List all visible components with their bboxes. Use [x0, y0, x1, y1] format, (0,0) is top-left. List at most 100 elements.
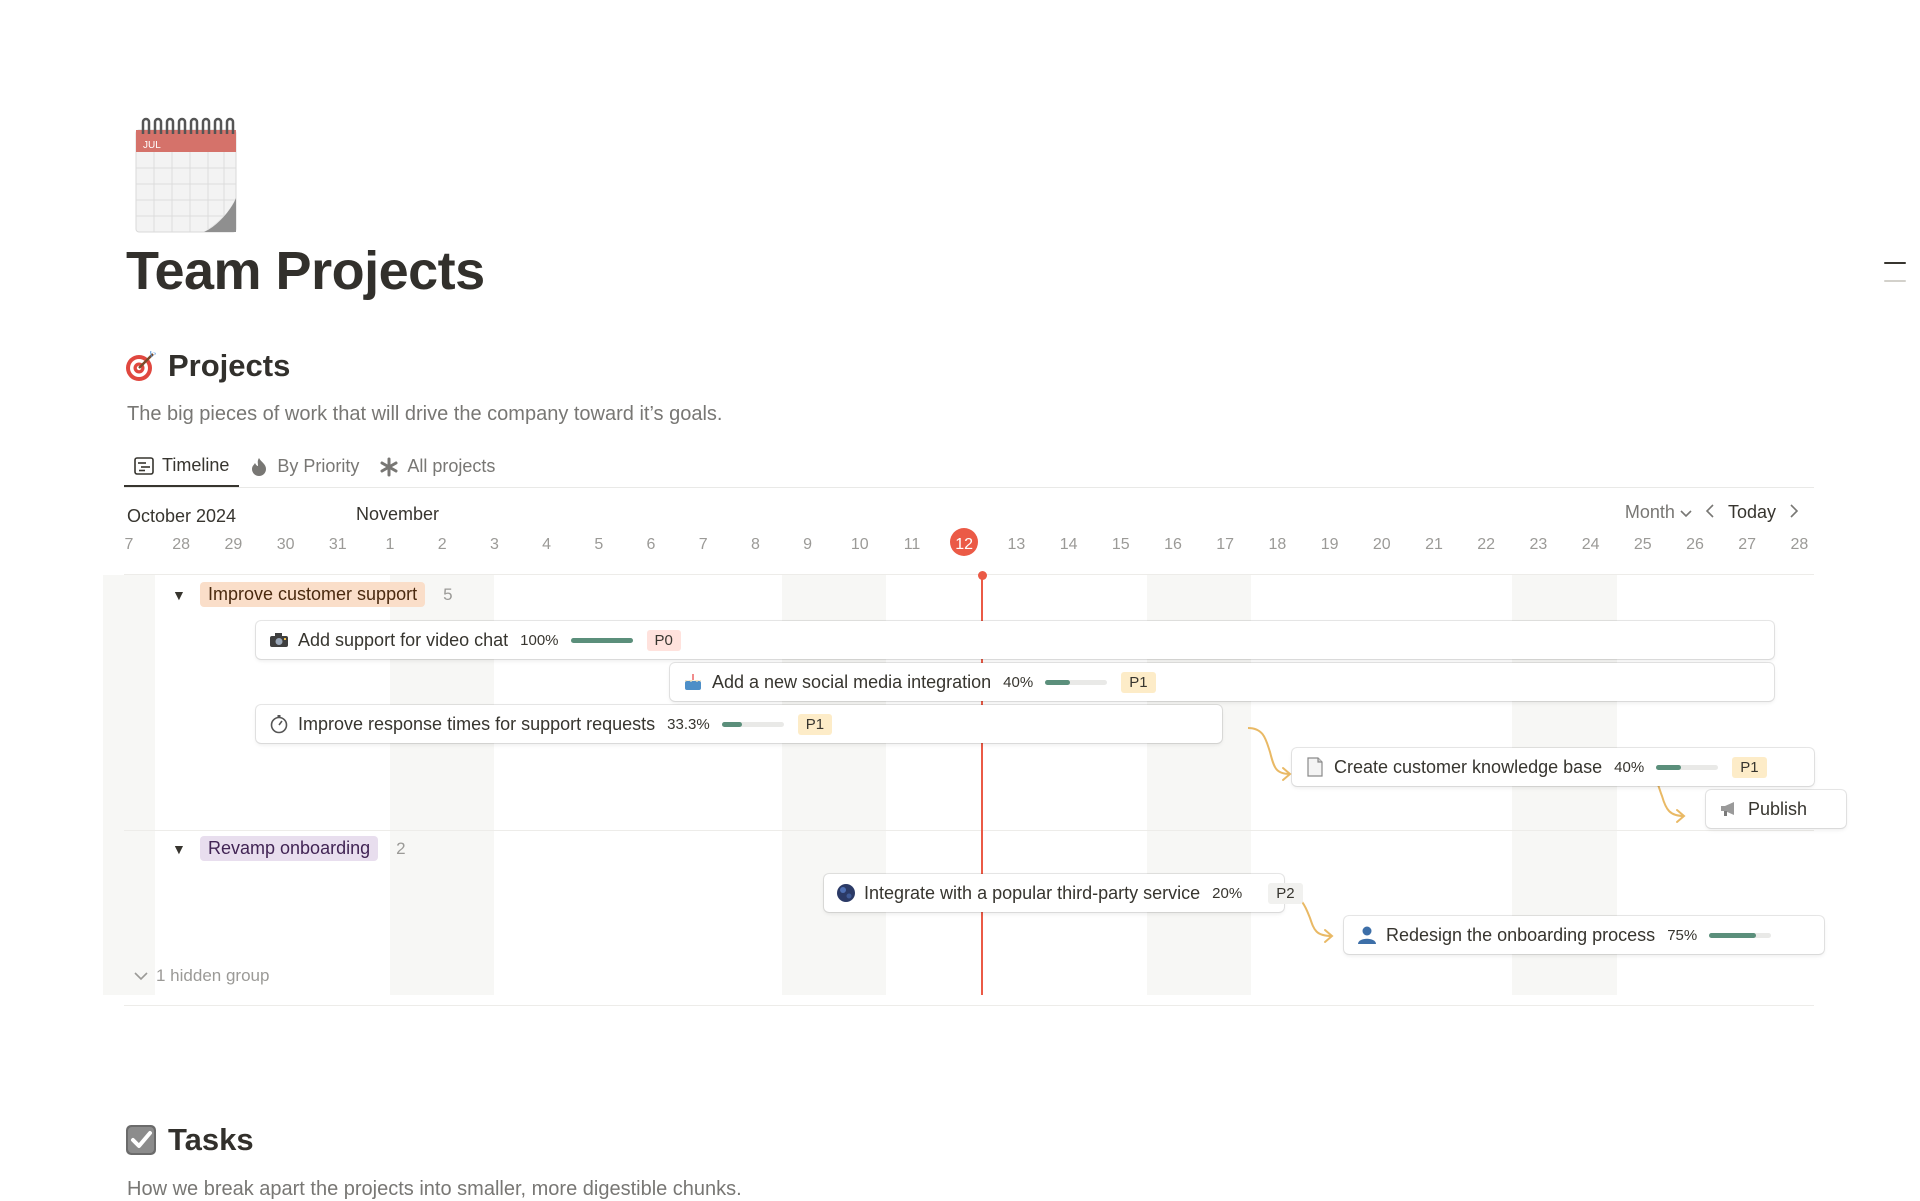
tab-by-priority[interactable]: By Priority	[239, 446, 369, 487]
hidden-group-label: 1 hidden group	[156, 966, 270, 985]
progress-percent: 33.3%	[667, 715, 710, 733]
target-icon	[124, 349, 158, 383]
triangle-down-icon[interactable]: ▼	[172, 840, 186, 857]
project-name: Add a new social media integration	[712, 671, 992, 692]
project-bar[interactable]: Improve response times for support reque…	[256, 705, 1222, 743]
page-outline[interactable]	[1884, 262, 1906, 298]
day-label: 27	[1738, 536, 1757, 553]
progress-bar	[1656, 764, 1719, 770]
day-label: 20	[1372, 536, 1391, 553]
view-tabs: Timeline By Priority All projects	[124, 446, 1814, 488]
group-tag: Improve customer support	[200, 582, 426, 607]
chevron-right-icon	[1790, 502, 1799, 522]
megaphone-icon	[1718, 798, 1740, 820]
day-label: 29	[224, 536, 243, 553]
project-bar[interactable]: Add support for video chat 100% P0	[256, 621, 1774, 659]
tab-all-projects[interactable]: All projects	[369, 446, 505, 487]
progress-bar	[721, 721, 784, 727]
day-label: 5	[594, 536, 604, 553]
project-name: Publish	[1748, 798, 1808, 819]
project-bar[interactable]: Add a new social media integration 40% P…	[670, 663, 1774, 701]
day-label: 31	[328, 536, 347, 553]
page-title: Team Projects	[126, 241, 485, 301]
timeline-bottom-divider	[124, 1005, 1814, 1006]
priority-badge: P1	[1121, 671, 1156, 693]
project-bar[interactable]: Redesign the onboarding process 75%	[1344, 916, 1824, 954]
globe-icon	[836, 882, 856, 904]
progress-bar	[570, 637, 633, 643]
projects-description: The big pieces of work that will drive t…	[127, 403, 723, 425]
progress-percent: 75%	[1667, 926, 1698, 944]
day-label: 16	[1164, 536, 1182, 553]
day-label: 18	[1268, 536, 1287, 553]
dependency-arrow	[1247, 727, 1291, 775]
project-name: Create customer knowledge base	[1334, 756, 1603, 777]
project-bar[interactable]: Integrate with a popular third-party ser…	[824, 874, 1303, 912]
projects-heading: Projects	[124, 348, 290, 384]
triangle-down-icon[interactable]: ▼	[172, 586, 186, 603]
timeline-header-divider	[124, 574, 1814, 575]
day-label: 28	[1790, 536, 1809, 553]
progress-bar	[1709, 932, 1772, 938]
chevron-left-icon	[1705, 502, 1714, 522]
day-label: 23	[1529, 536, 1548, 553]
progress-percent: 100%	[520, 631, 559, 649]
day-label: 9	[803, 536, 813, 553]
day-label: 30	[276, 536, 295, 553]
progress-percent: 40%	[1614, 758, 1645, 776]
progress-fill	[570, 637, 633, 643]
progress-fill	[721, 721, 743, 727]
day-label: 3	[489, 536, 499, 553]
tab-timeline-label: Timeline	[162, 455, 230, 475]
day-label: 6	[646, 536, 656, 553]
today-marker-line	[981, 575, 984, 995]
project-name: Redesign the onboarding process	[1386, 924, 1656, 945]
view-select-label: Month	[1624, 502, 1675, 522]
group-header-improve-customer-support[interactable]: ▼ Improve customer support 5	[172, 582, 453, 607]
group-header-revamp-onboarding[interactable]: ▼ Revamp onboarding 2	[172, 836, 406, 861]
calendar-icon[interactable]: JUL	[134, 116, 240, 234]
today-button[interactable]: Today	[1727, 502, 1776, 522]
hidden-group-toggle[interactable]: 1 hidden group	[134, 966, 269, 986]
day-label: 12	[955, 536, 974, 553]
day-label: 22	[1477, 536, 1496, 553]
month-label-november: November	[356, 504, 440, 524]
day-label: 13	[1007, 536, 1026, 553]
progress-fill	[1656, 764, 1681, 770]
cake-icon	[682, 671, 704, 693]
progress-bar	[1045, 679, 1108, 685]
day-label: 10	[850, 536, 869, 553]
day-label: 15	[1111, 536, 1130, 553]
day-label: 28	[172, 536, 191, 553]
progress-fill	[1709, 932, 1756, 938]
chevron-down-icon	[1680, 502, 1692, 522]
day-label: 26	[1686, 536, 1704, 553]
progress-percent: 20%	[1212, 884, 1243, 902]
today-marker-dot	[978, 571, 988, 580]
priority-badge: P0	[646, 629, 681, 651]
weekend-column	[103, 575, 156, 995]
tab-timeline[interactable]: Timeline	[124, 446, 240, 487]
day-label: 11	[903, 536, 921, 553]
priority-badge: P1	[1732, 756, 1767, 778]
day-label: 8	[750, 536, 760, 553]
group-divider	[124, 830, 1814, 831]
progress-fill	[1045, 679, 1070, 685]
project-bar[interactable]: Publish	[1706, 790, 1846, 828]
previous-button[interactable]	[1705, 502, 1714, 523]
priority-badge: P1	[797, 713, 833, 735]
day-label: 21	[1425, 536, 1443, 553]
checkbox-icon	[124, 1123, 158, 1157]
next-button[interactable]	[1790, 502, 1799, 523]
view-select[interactable]: Month	[1625, 502, 1692, 523]
day-label: 7	[698, 536, 708, 553]
day-label: 24	[1581, 536, 1600, 553]
timeline-controls: Month Today	[1625, 502, 1799, 523]
today-date-highlight	[950, 528, 979, 556]
tasks-heading: Tasks	[124, 1122, 254, 1158]
project-bar[interactable]: Create customer knowledge base 40% P1	[1292, 748, 1814, 786]
group-count: 2	[396, 838, 406, 858]
day-label: 25	[1633, 536, 1652, 553]
fire-icon	[249, 457, 269, 477]
